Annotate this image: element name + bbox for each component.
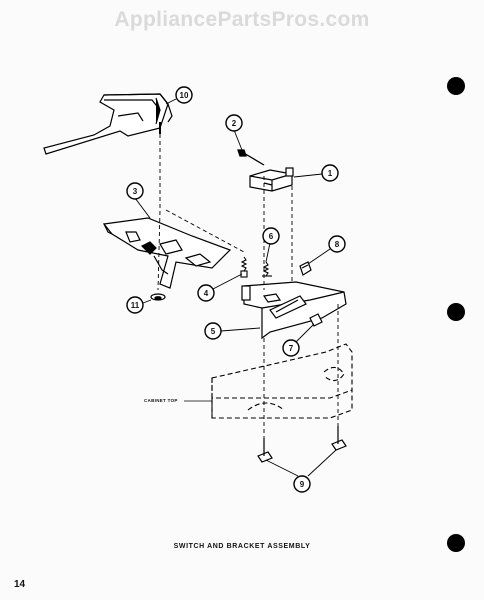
callout-circles [126, 86, 346, 493]
part-10-lever [43, 93, 173, 155]
part-4-pin [240, 256, 248, 278]
part-8-clip [299, 261, 312, 276]
callout-8-label: 8 [335, 240, 340, 249]
callout-10-circle [175, 86, 193, 104]
part-1-switch [249, 167, 294, 192]
part-2-screw [237, 149, 265, 166]
callout-3-label: 3 [133, 187, 138, 196]
part-3-bracket [102, 217, 232, 289]
callout-2-circle [225, 114, 243, 132]
callout-1-circle [321, 164, 339, 182]
callout-6-circle [262, 227, 280, 245]
binder-hole-top [447, 77, 465, 95]
callout-11-circle [126, 296, 144, 314]
part-5-bracket [241, 281, 347, 340]
callout-7-circle [282, 339, 300, 357]
callout-6-label: 6 [269, 232, 274, 241]
part-11-grommet [150, 293, 166, 301]
page-number: 14 [14, 579, 26, 590]
callout-11-label: 11 [131, 301, 140, 310]
binder-hole-bottom [447, 534, 465, 552]
callout-4-circle [197, 284, 215, 302]
callout-leaders [134, 98, 337, 477]
part-9-screws [257, 426, 347, 463]
callout-9-circle [293, 475, 311, 493]
diagram-caption: SWITCH AND BRACKET ASSEMBLY [173, 543, 311, 550]
callout-5-label: 5 [211, 327, 216, 336]
callout-1-label: 1 [328, 169, 333, 178]
callout-3-circle [126, 182, 144, 200]
part-6-spring [262, 261, 272, 277]
callout-9-label: 9 [300, 480, 305, 489]
callout-labels: 10 2 1 3 6 8 4 11 5 7 9 [131, 91, 340, 489]
binder-hole-middle [447, 303, 465, 321]
callout-5-circle [204, 322, 222, 340]
cabinet-top-outline [211, 343, 353, 419]
part-7-nut [309, 313, 323, 327]
cabinet-top-label: CABINET TOP [144, 398, 178, 403]
callout-10-label: 10 [180, 91, 189, 100]
callout-7-label: 7 [289, 344, 294, 353]
watermark-text: AppliancePartsPros.com [114, 8, 370, 31]
callout-4-label: 4 [204, 289, 209, 298]
callout-2-label: 2 [232, 119, 237, 128]
callout-8-circle [328, 235, 346, 253]
